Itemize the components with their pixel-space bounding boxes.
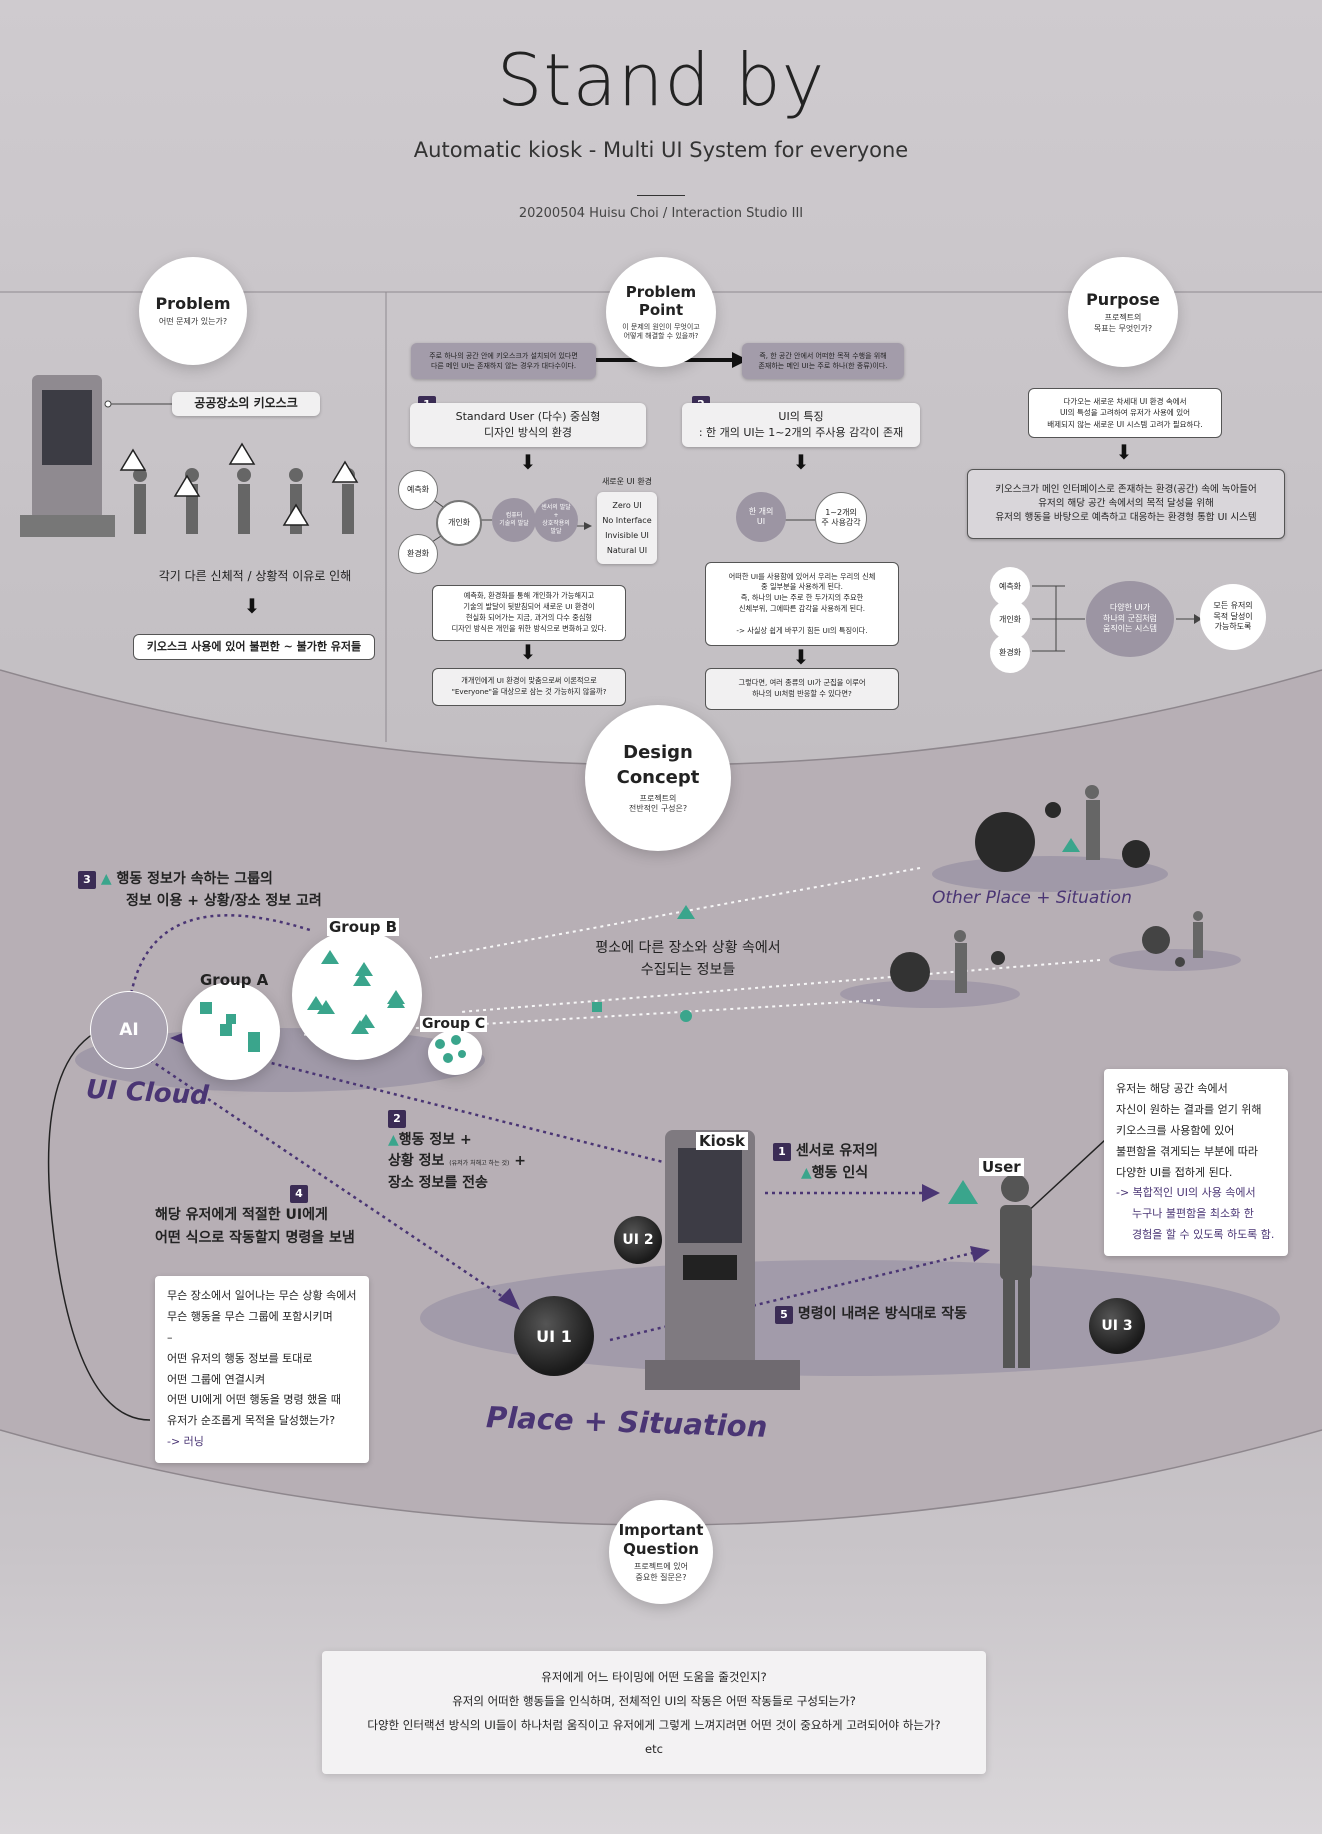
purpose-title: Purpose	[1086, 290, 1160, 310]
page-subtitle: Automatic kiosk - Multi UI System for ev…	[413, 138, 909, 162]
purpose-question: 프로젝트의 목표는 무엇인가?	[1093, 313, 1153, 333]
byline: 20200504 Huisu Choi / Interaction Studio…	[518, 206, 804, 221]
purpose-note: 다가오는 새로운 차세대 UI 환경 속에서 UI의 특성을 고려하여 유저가 …	[1028, 388, 1222, 438]
step1-label: 1 센서로 유저의 ▲행동 인식	[773, 1140, 878, 1185]
design-concept-circle: Design Concept 프로젝트의 전반적인 구성은?	[585, 705, 731, 851]
ui1-ball[interactable]: UI 1	[514, 1296, 594, 1376]
kiosk-illustration	[20, 375, 800, 1390]
questions-panel: 유저에게 어느 타이밍에 어떤 도움을 줄것인지? 유저의 어떠한 행동들을 인…	[322, 1651, 986, 1774]
step5-label: 5 명령이 내려온 방식대로 작동	[775, 1303, 967, 1324]
user-illustration	[1000, 1174, 1032, 1368]
ui3-ball[interactable]: UI 3	[1089, 1298, 1145, 1354]
purpose-main: 키오스크가 메인 인터페이스로 존재하는 환경(공간) 속에 녹아들어 유저의 …	[967, 469, 1285, 539]
group-c-label: Group C	[420, 1016, 488, 1032]
divider	[637, 195, 685, 196]
problem-title: Problem	[155, 294, 231, 314]
ui2-ball[interactable]: UI 2	[614, 1216, 662, 1264]
p2-sense: 1~2개의 주 사용감각	[815, 492, 867, 544]
important-question-circle: Important Question 프로젝트에 있어 중요한 질문은?	[609, 1500, 713, 1604]
step4-label: 4 해당 유저에게 적절한 UI에게 어떤 식으로 작동할지 명령을 보냄	[155, 1185, 355, 1246]
p1-description: 예측화, 환경화를 통해 개인화가 가능해지고 기술의 발달이 뒷받침되어 새로…	[432, 585, 626, 641]
question-item: 다양한 인터랙션 방식의 UI들이 하나처럼 움직이고 유저에게 그렇게 느껴지…	[367, 1718, 941, 1733]
p2-description: 어떠한 UI를 사용함에 있어서 우리는 우리의 신체 중 일부분을 사용하게 …	[705, 562, 899, 646]
group-b-label: Group B	[327, 918, 400, 936]
kiosk-label-tag: Kiosk	[696, 1132, 748, 1150]
ai-label: AI	[119, 1020, 139, 1040]
problem-reason: 각기 다른 신체적 / 상황적 이유로 인해	[158, 569, 352, 583]
purpose-env: 환경화	[990, 633, 1030, 673]
p1-heading: Standard User (다수) 중심형 디자인 방식의 환경	[410, 403, 646, 447]
user-note: 유저는 해당 공간 속에서 자신이 원하는 결과를 얻기 위해 키오스크를 사용…	[1104, 1069, 1288, 1257]
question-item: 유저의 어떠한 행동들을 인식하며, 전체적인 UI의 작동은 어떤 작동들로 …	[452, 1694, 856, 1709]
p1-sensor: 센서의 발달 + 상호작용의 발달	[534, 498, 578, 542]
user-label: User	[979, 1158, 1024, 1176]
p1-personal: 개인화	[436, 500, 482, 546]
important-question-sub: 프로젝트에 있어 중요한 질문은?	[633, 1562, 689, 1582]
p2-heading: UI의 특징 : 한 개의 UI는 1~2개의 주사용 감각이 존재	[682, 403, 920, 447]
other-place-label: Other Place + Situation	[932, 888, 1132, 908]
p2-one-ui: 한 개의 UI	[736, 492, 786, 542]
problem-point-circle: Problem Point 이 문제의 원인이 무엇이고 어떻게 해결할 수 있…	[606, 257, 716, 367]
purpose-center: 다양한 UI가 하나의 군집처럼 움직이는 시스템	[1086, 581, 1174, 657]
problem-circle: Problem 어떤 문제가 있는가?	[139, 257, 247, 365]
user-triangle	[948, 1180, 978, 1204]
question-item: 유저에게 어느 타이밍에 어떤 도움을 줄것인지?	[541, 1670, 767, 1684]
kiosk-label: 공공장소의 키오스크	[172, 392, 320, 416]
group-b	[292, 930, 422, 1060]
right-note: 즉, 한 공간 안에서 어떠한 목적 수행을 위해 존재하는 메인 UI는 주로…	[742, 343, 904, 379]
p1-predict: 예측화	[398, 470, 438, 510]
problem-question: 어떤 문제가 있는가?	[158, 317, 228, 327]
collected-info: 평소에 다른 장소와 상황 속에서 수집되는 정보들	[595, 940, 781, 978]
down-arrow-icon: ⬇	[1115, 440, 1133, 464]
learning-note: 무슨 장소에서 일어나는 무슨 상황 속에서 무슨 행동을 무슨 그룹에 포함시…	[155, 1276, 369, 1464]
purpose-goal: 모든 유저의 목적 달성이 가능하도록	[1200, 584, 1266, 650]
down-arrow-icon: ⬇	[519, 450, 537, 474]
step3-label: 3 ▲ 행동 정보가 속하는 그룹의 정보 이용 + 상황/장소 정보 고려	[78, 868, 322, 913]
design-concept-question: 프로젝트의 전반적인 구성은?	[628, 793, 688, 814]
down-arrow-icon: ⬇	[519, 640, 537, 664]
question-item: etc	[645, 1742, 663, 1757]
down-arrow-icon: ⬇	[792, 450, 810, 474]
important-question-title: Important Question	[618, 1520, 704, 1558]
design-concept-title: Design Concept	[616, 742, 700, 788]
p1-computer: 컴퓨터 기술의 발달	[492, 498, 536, 542]
ui-cloud-label: UI Cloud	[85, 1074, 210, 1112]
page-title: Stand by	[496, 38, 826, 122]
problem-point-question: 이 문제의 원인이 무엇이고 어떻게 해결할 수 있을까?	[622, 322, 700, 340]
ai-circle[interactable]: AI	[90, 991, 168, 1069]
p1-env: 환경화	[398, 534, 438, 574]
left-note: 주로 하나의 공간 안에 키오스크가 설치되어 있다면 다른 메인 UI는 존재…	[411, 343, 596, 379]
purpose-circle: Purpose 프로젝트의 목표는 무엇인가?	[1068, 257, 1178, 367]
problem-result: 키오스크 사용에 있어 불편한 ~ 불가한 유저들	[133, 634, 375, 660]
group-a-label: Group A	[200, 971, 269, 989]
p1-question: 개개인에게 UI 환경이 맞춤으로써 이론적으로 "Everyone"을 대상으…	[432, 668, 626, 706]
step2-label: 2 ▲행동 정보 + 상황 정보 (유저가 처해고 하는 것) + 장소 정보를…	[388, 1110, 526, 1192]
new-ui-title: 새로운 UI 환경	[601, 477, 653, 486]
p2-question: 그렇다면, 여러 종류의 UI가 군집을 이루어 하나의 UI처럼 반응할 수 …	[705, 668, 899, 710]
down-arrow-icon: ⬇	[792, 645, 810, 669]
down-arrow-icon: ⬇	[243, 594, 261, 618]
problem-point-title: Problem Point	[625, 282, 697, 319]
new-ui-list: Zero UI No Interface Invisible UI Natura…	[597, 492, 657, 564]
